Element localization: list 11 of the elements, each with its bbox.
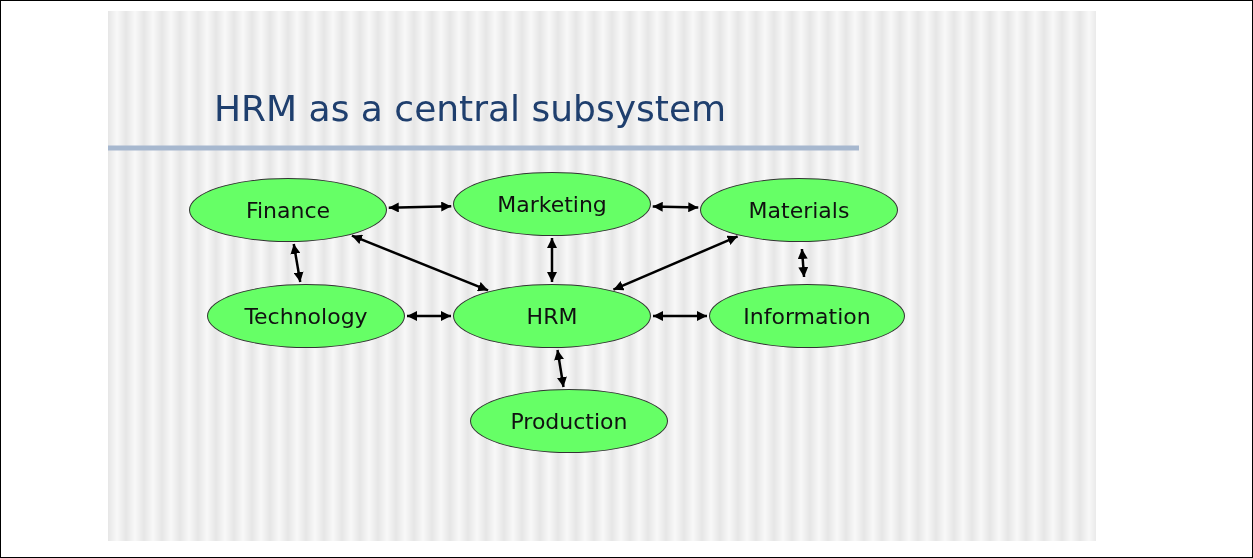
double-arrow xyxy=(290,243,304,283)
double-arrow xyxy=(653,311,707,321)
title: HRM as a central subsystem xyxy=(214,91,727,127)
double-arrow xyxy=(652,201,699,213)
double-arrow xyxy=(547,238,557,282)
double-arrow xyxy=(797,248,809,278)
double-arrow xyxy=(351,234,489,292)
double-arrow xyxy=(554,349,567,388)
double-arrow xyxy=(407,311,451,321)
double-arrow xyxy=(612,235,739,291)
double-arrow xyxy=(388,201,452,213)
